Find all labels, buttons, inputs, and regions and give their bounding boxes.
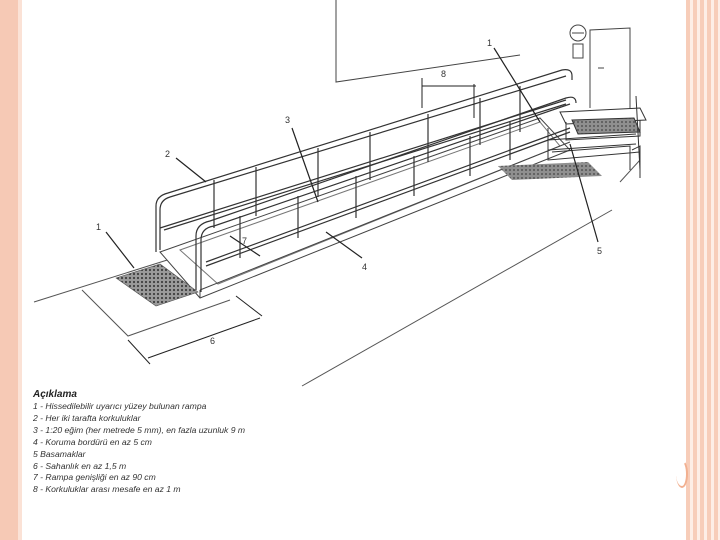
landing-and-steps <box>498 95 647 180</box>
legend-item: 4 - Koruma bordürü en az 5 cm <box>33 436 152 447</box>
legend-item: 1 - Hissedilebilir uyarıcı yüzey bulunan… <box>33 401 207 411</box>
callout-6: 6 <box>210 336 215 346</box>
sign-icon <box>569 24 587 59</box>
callout-8: 8 <box>441 69 446 79</box>
legend: Açıklama 1 - Hissedilebilir uyarıcı yüze… <box>33 389 363 496</box>
ground-lines <box>33 159 641 387</box>
legend-item: 2 - Her iki tarafta korkuluklar <box>33 412 141 423</box>
leader-lines <box>105 47 599 269</box>
callout-7: 7 <box>242 236 247 246</box>
left-border-inner-decoration <box>18 0 22 540</box>
callout-5: 5 <box>597 246 602 256</box>
legend-item: 6 - Sahanlık en az 1,5 m <box>33 460 127 471</box>
tactile-surface <box>115 263 199 307</box>
callout-1: 1 <box>96 222 101 232</box>
legend-title: Açıklama <box>33 389 77 400</box>
callout-4: 4 <box>362 262 367 272</box>
accent-arc <box>676 460 688 488</box>
left-border-decoration <box>0 0 18 540</box>
callout-1-top: 1 <box>487 38 492 48</box>
handrail-right <box>195 96 577 292</box>
legend-item: 3 - 1:20 eğim (her metrede 5 mm), en faz… <box>33 424 246 435</box>
callout-2: 2 <box>165 149 170 159</box>
legend-item: 5 Basamaklar <box>33 448 86 459</box>
dimension-lines <box>127 78 476 365</box>
building-outline <box>335 0 631 112</box>
legend-item: 7 - Rampa genişliği en az 90 cm <box>33 472 156 483</box>
callout-3: 3 <box>285 115 290 125</box>
right-border-decoration <box>686 0 720 540</box>
legend-item: 8 - Korkuluklar arası mesafe en az 1 m <box>33 484 181 495</box>
handrail-left <box>155 69 573 252</box>
ramp-diagram: 1 2 3 4 5 6 7 8 1 <box>33 0 647 387</box>
